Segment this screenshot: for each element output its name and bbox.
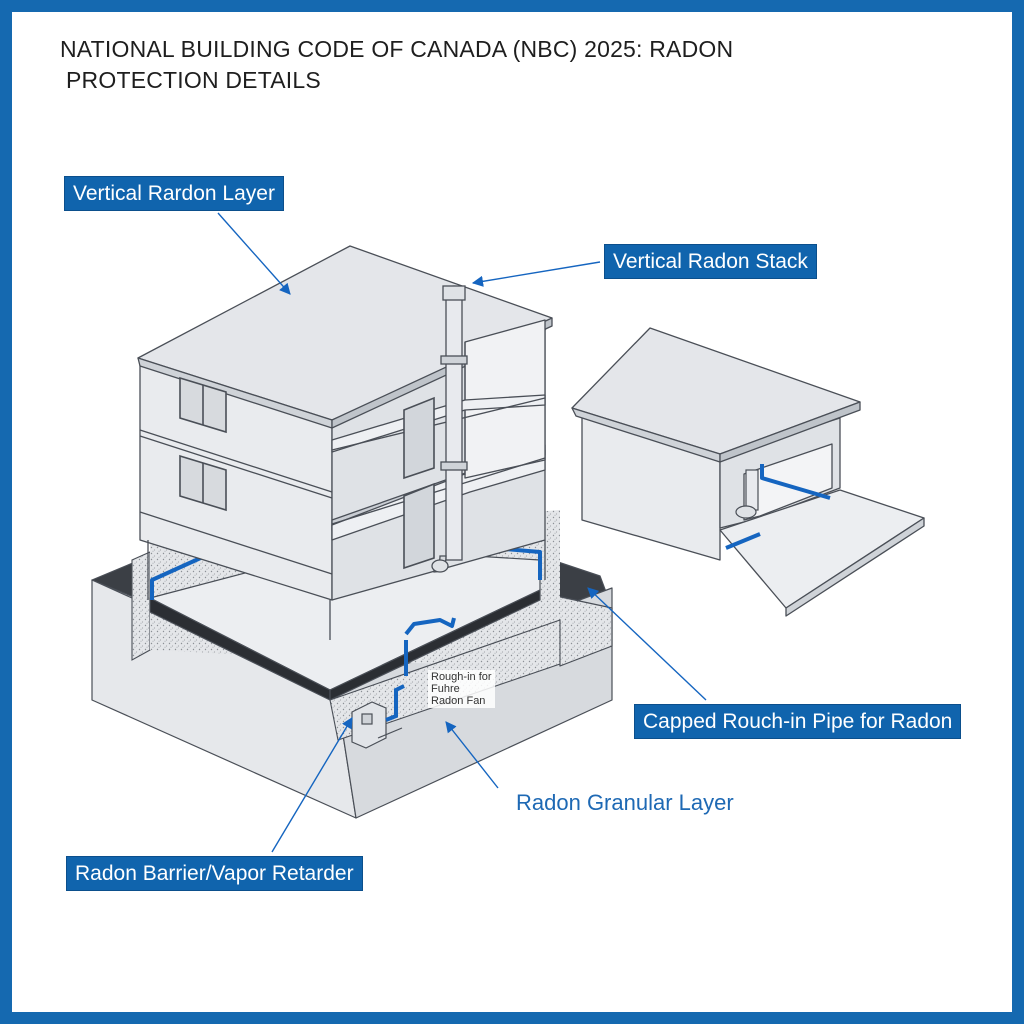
label-radon-granular-layer: Radon Granular Layer [516, 790, 734, 815]
leader-capped-pipe [587, 587, 707, 701]
leader-vertical-stack [471, 261, 601, 287]
fan-note-line-2: Fuhre [431, 683, 460, 695]
fan-note-line-1: Rough-in for [431, 671, 492, 683]
doors [403, 396, 435, 570]
label-vertical-radon-stack: Vertical Radon Stack [604, 244, 817, 279]
vertical-radon-stack [431, 285, 468, 573]
leader-barrier [271, 717, 353, 853]
fan-note-line-3: Radon Fan [431, 695, 486, 707]
windows [179, 376, 227, 512]
garage-barrier-lines [725, 464, 831, 550]
radon-fan-rough-in [351, 684, 405, 749]
leader-granular-layer [445, 721, 499, 789]
title-line-1: NATIONAL BUILDING CODE OF CANADA (NBC) 2… [60, 36, 734, 62]
label-vertical-radon-layer: Vertical Rardon Layer [64, 176, 284, 211]
fan-rough-in-note: Rough-in for Fuhre Radon Fan [428, 670, 495, 708]
page-title: NATIONAL BUILDING CODE OF CANADA (NBC) 2… [60, 34, 920, 96]
label-capped-rough-in-pipe: Capped Rouch-in Pipe for Radon [634, 704, 962, 739]
title-line-2: PROTECTION DETAILS [66, 67, 321, 93]
slab [149, 547, 541, 701]
garage-pipe [735, 469, 759, 519]
door-upper [403, 396, 435, 480]
label-radon-barrier: Radon Barrier/Vapor Retarder [66, 856, 363, 891]
door-lower [403, 482, 435, 570]
leader-lines [217, 212, 707, 853]
leader-vertical-layer [217, 212, 291, 295]
